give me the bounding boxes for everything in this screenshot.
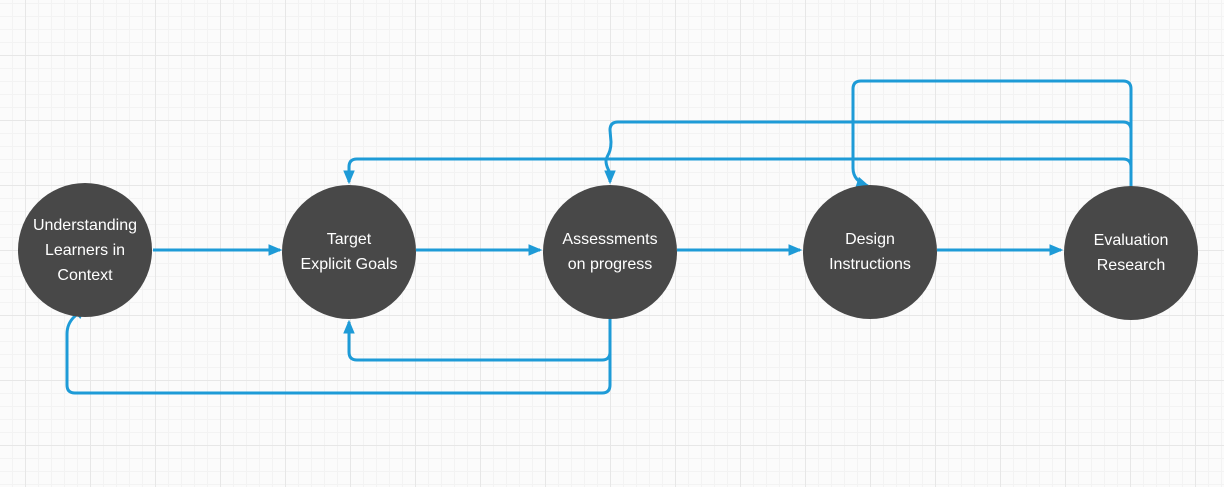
diagram-node-evaluation-research[interactable]: Evaluation Research: [1064, 186, 1198, 320]
diagram-node-design-instructions[interactable]: Design Instructions: [803, 185, 937, 319]
edge-feedback-assessments-to-target[interactable]: [349, 318, 612, 362]
node-label: Understanding Learners in Context: [32, 216, 138, 284]
diagram-node-understanding-learners[interactable]: Understanding Learners in Context: [18, 183, 152, 317]
edge-feedback-evaluation-to-design[interactable]: [851, 79, 1133, 187]
diagram-node-assessments-on-progress[interactable]: Assessments on progress: [543, 185, 677, 319]
edge-feedback-evaluation-to-target[interactable]: [349, 157, 1133, 187]
node-label: Assessments on progress: [562, 231, 658, 273]
edge-feedback-assessments-to-understanding[interactable]: [65, 307, 612, 395]
node-label: Target Explicit Goals: [300, 231, 398, 273]
node-label: Design Instructions: [829, 231, 911, 273]
edge-feedback-evaluation-to-assessments[interactable]: [606, 120, 1133, 187]
node-label: Evaluation Research: [1093, 232, 1169, 274]
diagram-node-target-explicit-goals[interactable]: Target Explicit Goals: [282, 185, 416, 319]
